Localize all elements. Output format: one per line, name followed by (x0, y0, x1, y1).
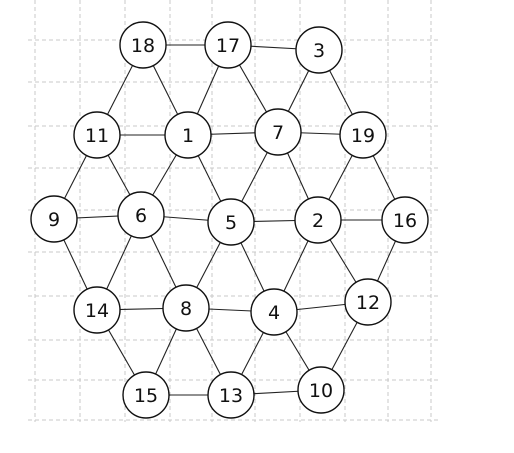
node-circle (117, 191, 165, 239)
node-label: 13 (219, 385, 243, 407)
node-label: 2 (312, 210, 324, 232)
node-label: 19 (351, 125, 375, 147)
node-17: 17 (204, 21, 252, 69)
node-18: 18 (119, 21, 167, 69)
node-circle (30, 195, 78, 243)
node-label: 17 (216, 35, 240, 57)
node-8: 8 (162, 284, 210, 332)
node-15: 15 (122, 371, 170, 419)
node-label: 18 (131, 35, 155, 57)
node-7: 7 (254, 108, 302, 156)
node-circle (164, 111, 212, 159)
node-14: 14 (73, 286, 121, 334)
node-10: 10 (297, 366, 345, 414)
node-19: 19 (339, 111, 387, 159)
node-label: 10 (309, 380, 333, 402)
node-16: 16 (381, 196, 429, 244)
node-label: 8 (180, 298, 192, 320)
node-circle (73, 111, 121, 159)
node-label: 15 (134, 385, 158, 407)
node-label: 1 (182, 125, 194, 147)
node-2: 2 (294, 196, 342, 244)
node-label: 7 (272, 122, 284, 144)
node-label: 9 (48, 209, 60, 231)
node-circle (207, 371, 255, 419)
node-circle (254, 108, 302, 156)
node-circle (207, 198, 255, 246)
node-11: 11 (73, 111, 121, 159)
node-circle (250, 288, 298, 336)
node-circle (297, 366, 345, 414)
node-circle (119, 21, 167, 69)
node-12: 12 (344, 278, 392, 326)
node-6: 6 (117, 191, 165, 239)
node-circle (204, 21, 252, 69)
node-label: 12 (356, 292, 380, 314)
node-circle (294, 196, 342, 244)
node-circle (381, 196, 429, 244)
node-circle (295, 26, 343, 74)
node-label: 16 (393, 210, 417, 232)
node-3: 3 (295, 26, 343, 74)
node-1: 1 (164, 111, 212, 159)
node-label: 4 (268, 302, 280, 324)
node-circle (122, 371, 170, 419)
node-label: 5 (225, 212, 237, 234)
node-5: 5 (207, 198, 255, 246)
node-circle (339, 111, 387, 159)
node-circle (73, 286, 121, 334)
node-circle (162, 284, 210, 332)
node-label: 6 (135, 205, 147, 227)
node-4: 4 (250, 288, 298, 336)
node-circle (344, 278, 392, 326)
node-label: 14 (85, 300, 109, 322)
node-label: 3 (313, 40, 325, 62)
node-13: 13 (207, 371, 255, 419)
node-label: 11 (85, 125, 109, 147)
node-9: 9 (30, 195, 78, 243)
